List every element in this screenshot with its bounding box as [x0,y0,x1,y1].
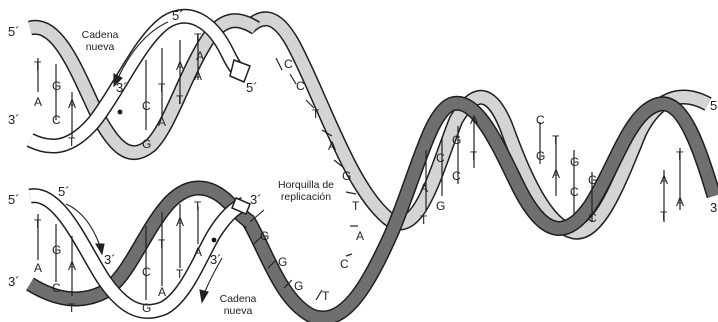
base-letter: A [660,173,668,187]
base-letter: A [420,181,428,195]
base-letter: G [436,199,445,213]
base-letter: A [196,49,204,63]
base-letter: A [68,97,76,111]
base-letter: T [68,135,76,149]
base-letter: G [536,149,545,163]
base-letter: G [260,229,269,243]
label-right-5: 5 [710,98,717,113]
base-letter: A [194,69,202,83]
base-letter: G [142,137,151,151]
label-bottom-3-arrow: 3´ [104,252,116,267]
base-letter: T [552,133,560,147]
label-bottom-3-left: 3´ [8,274,20,289]
label-top-5-left: 5´ [8,24,20,39]
base-letter: T [312,107,320,121]
label-top-3-arrow: 3´ [116,80,128,95]
label-bottom-5-left: 5´ [8,192,20,207]
base-letter: T [158,237,166,251]
base-letter: T [194,199,202,213]
top-new-strand-end [230,60,250,82]
label-bottom-3-arrow-right: 3´ [210,252,222,267]
base-letter: C [52,113,61,127]
base-letter: T [420,213,428,227]
label-top-3-left: 3´ [8,112,20,127]
base-letter: G [142,301,151,315]
label-right-3: 3 [710,200,717,215]
base-letter: G [452,133,461,147]
base-letter: C [142,99,151,113]
base-letter: T [34,59,42,73]
base-letter: T [194,31,202,45]
base-letter: A [158,115,166,129]
base-letter: C [570,185,579,199]
base-letter: C [296,79,305,93]
base-letter: C [340,257,349,271]
base-letter: T [352,199,360,213]
base-letter: G [294,279,303,293]
label-horquilla-1: Horquilla de [278,179,334,191]
base-letter: A [34,95,42,109]
top-new-strand-dot [118,110,123,115]
label-horquilla-2: replicación [281,191,331,203]
base-letter: G [52,243,61,257]
base-letter: A [470,113,478,127]
base-letter: T [676,149,684,163]
base-letter: G [278,255,287,269]
base-letter: C [536,113,545,127]
base-letter: G [342,169,351,183]
base-letter: T [34,217,42,231]
base-letter: A [356,229,364,243]
base-letter: C [452,169,461,183]
label-top-5-arrow: 5´ [172,8,184,23]
base-letter: T [322,289,330,303]
base-letter: C [52,281,61,295]
base-letter: G [52,79,61,93]
base-letter: A [552,167,560,181]
label-bottom-3-fork: 3´ [250,192,262,207]
base-letter: T [158,81,166,95]
label-cadena-nueva-top-1: Cadena [82,29,119,41]
base-letter: T [176,93,184,107]
base-letter: T [660,209,668,223]
bottom-new-strand-dot [212,238,217,243]
base-letter: T [68,301,76,315]
base-letter: A [176,59,184,73]
label-bottom-5-arrow: 5´ [58,184,70,199]
base-letter: A [194,245,202,259]
base-letter: A [328,139,336,153]
base-letter: G [570,155,579,169]
base-letter: C [284,57,293,71]
label-cadena-nueva-bottom-2: nueva [224,305,253,317]
base-letter: A [34,261,42,275]
base-letter: A [676,195,684,209]
label-cadena-nueva-top-2: nueva [86,41,115,53]
base-letter: A [176,215,184,229]
base-letter: A [158,285,166,299]
base-letter: T [176,267,184,281]
label-top-5-end: 5´ [246,80,258,95]
base-letter: C [588,211,597,225]
base-letter: T [470,149,478,163]
base-letter: C [142,265,151,279]
base-letter: A [68,259,76,273]
base-letter: C [436,151,445,165]
label-cadena-nueva-bottom-1: Cadena [220,293,257,305]
base-letter: G [588,173,597,187]
